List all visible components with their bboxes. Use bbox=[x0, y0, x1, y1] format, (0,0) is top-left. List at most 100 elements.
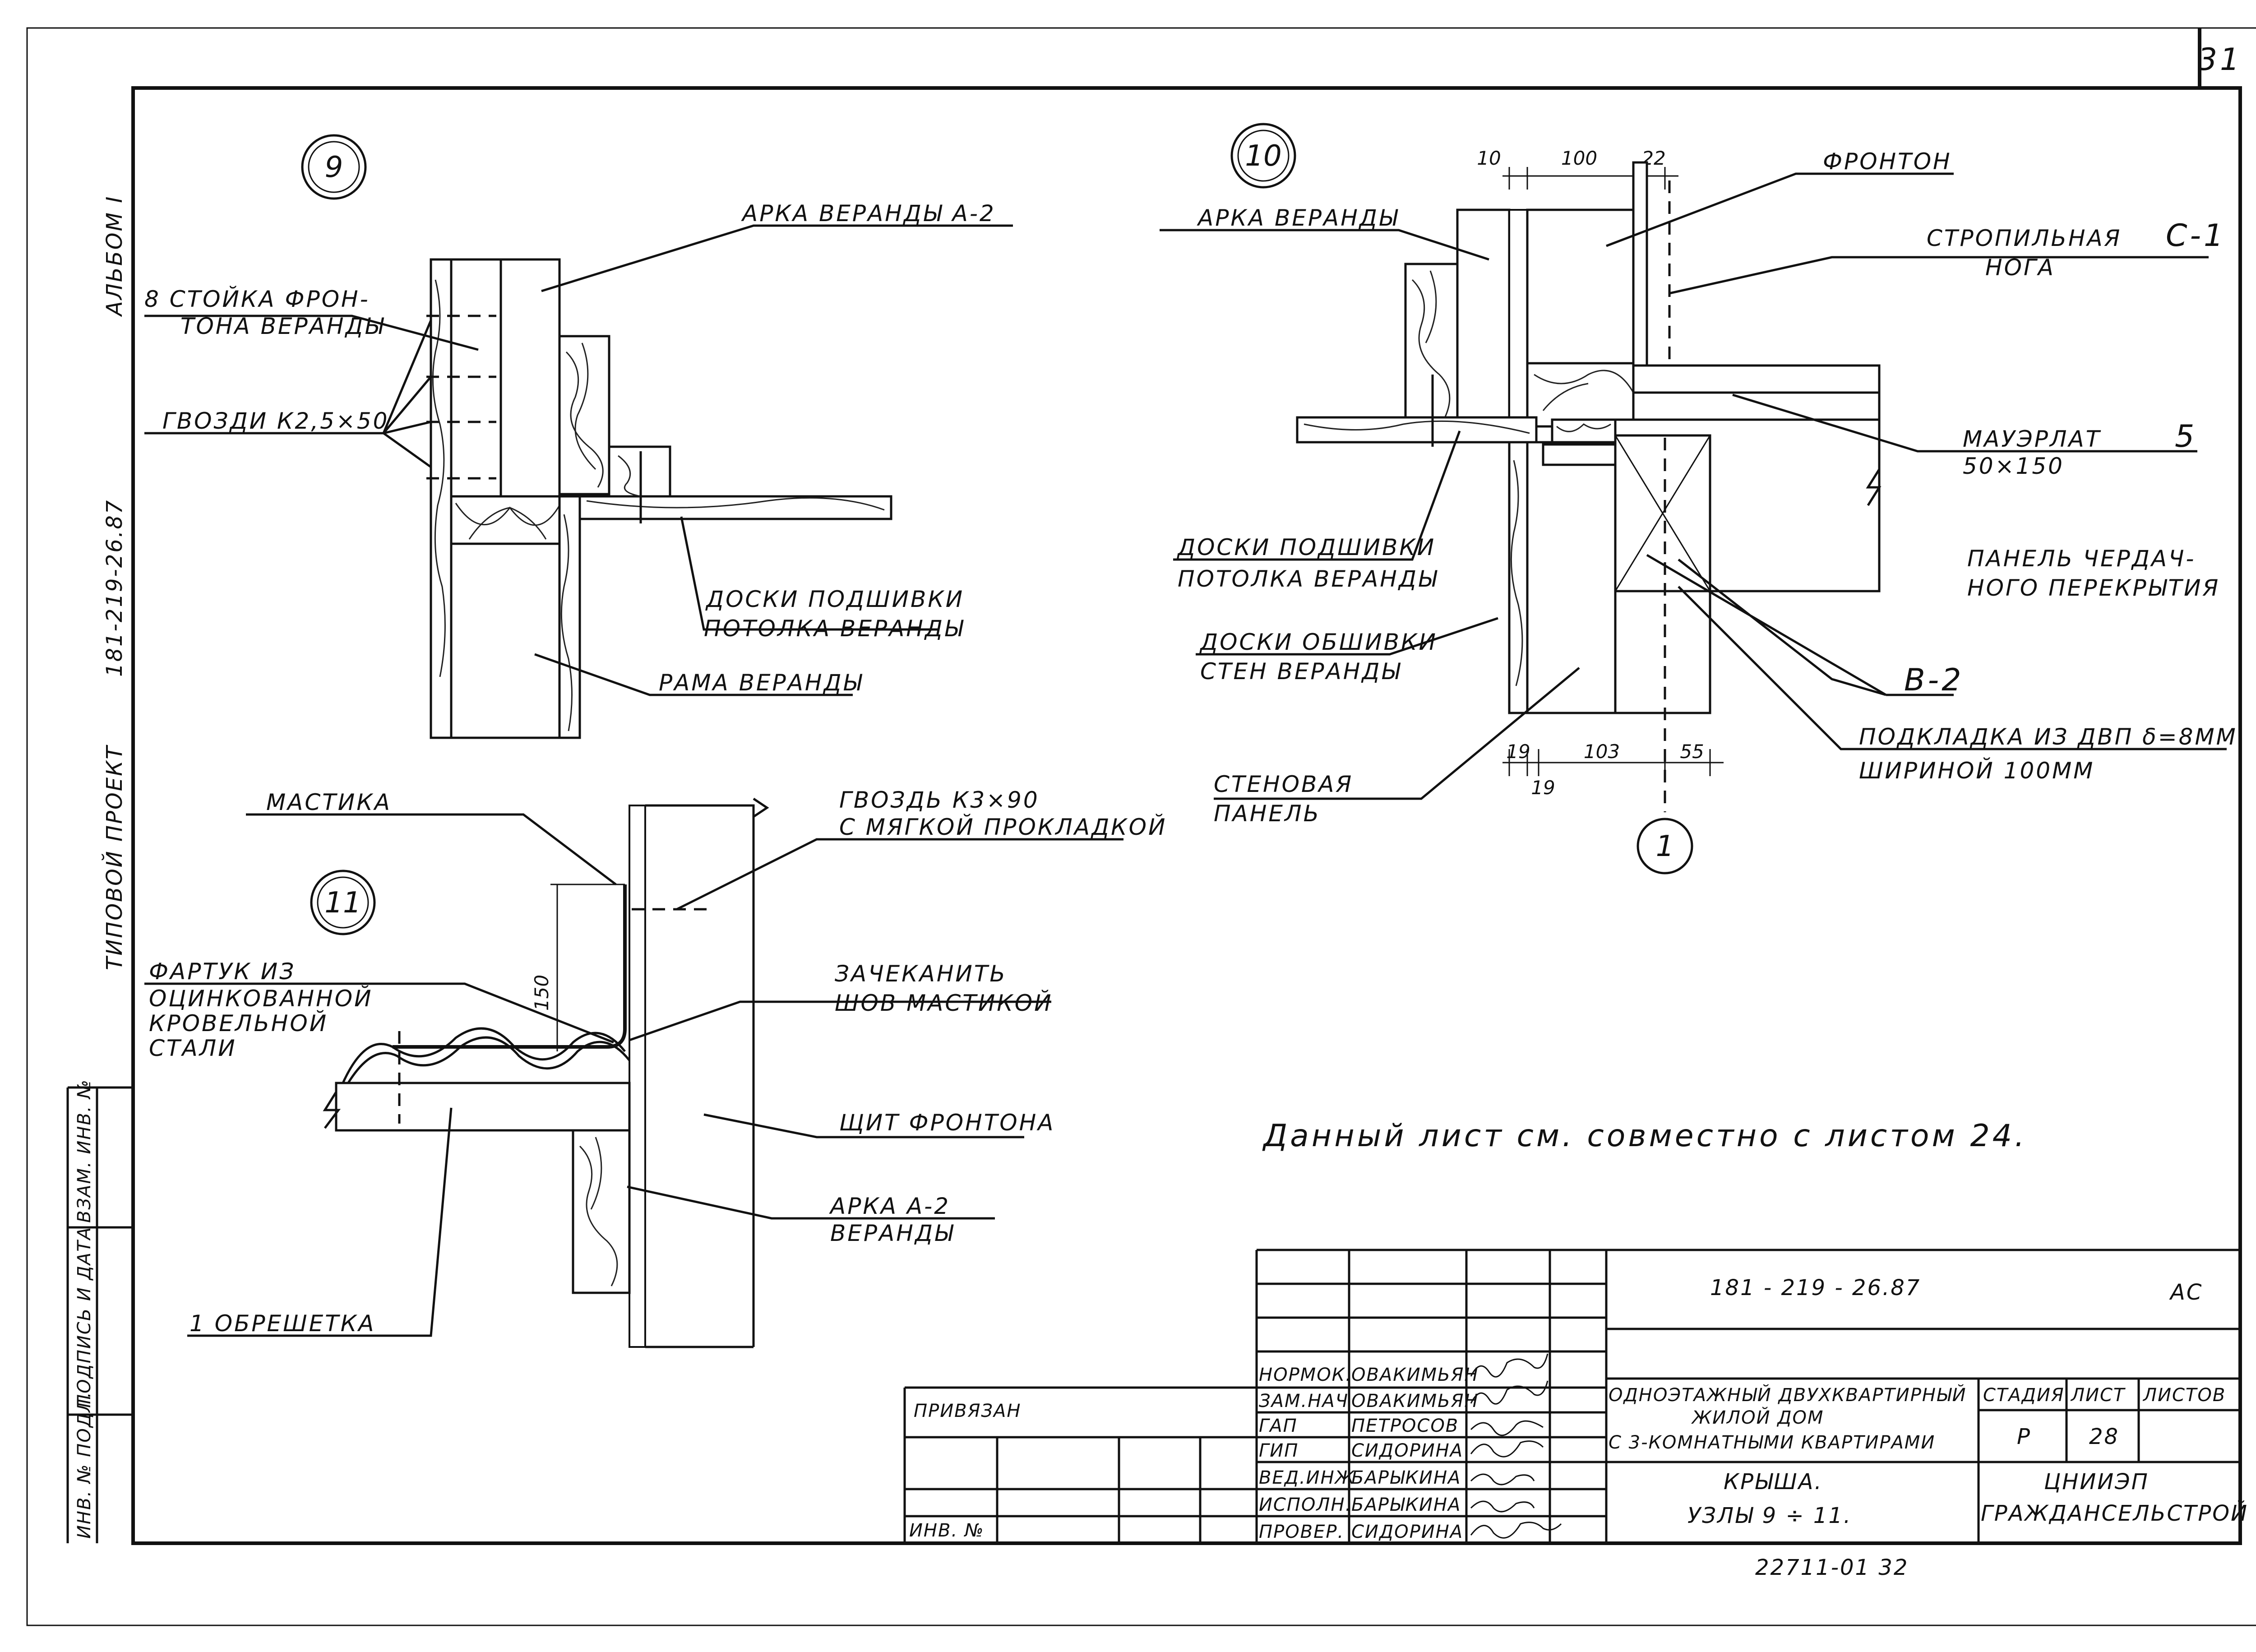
side-stamp: АЛЬБОМ I 181-219-26.87 ТИПОВОЙ ПРОЕКТ ВЗ… bbox=[66, 195, 133, 1543]
stage-header: СТАДИЯ bbox=[1983, 1385, 2065, 1406]
node-10-wall-panel-label-2: ПАНЕЛЬ bbox=[1214, 801, 1321, 827]
node-10-rafter-mark: С-1 bbox=[2166, 218, 2226, 254]
node-11-mastic-label: МАСТИКА bbox=[266, 789, 392, 815]
node-10-number: 10 bbox=[1245, 139, 1281, 173]
drawing-title-1: КРЫША. bbox=[1724, 1469, 1823, 1495]
node-10-pediment bbox=[1526, 208, 1635, 365]
side-stamp-table bbox=[66, 1086, 133, 1543]
role-1: ЗАМ.НАЧ bbox=[1259, 1391, 1349, 1411]
node-11-battens-label: 1 ОБРЕШЕТКА bbox=[190, 1310, 375, 1337]
node-11-seal-label-2: ШОВ МАСТИКОЙ bbox=[835, 990, 1053, 1016]
node-11-shield-label: ЩИТ ФРОНТОНА bbox=[839, 1110, 1055, 1136]
node-10-top-dimension bbox=[1502, 167, 1678, 190]
album-label: АЛЬБОМ I bbox=[102, 195, 127, 317]
node-10-axis-number: 1 bbox=[1656, 830, 1674, 863]
node-11-apron bbox=[393, 884, 627, 1049]
node-10-rafter-label-1: СТРОПИЛЬНАЯ bbox=[1927, 225, 2122, 251]
node-10-wall-plate-size: 50×150 bbox=[1963, 453, 2064, 479]
node-11-pediment-shield bbox=[629, 805, 646, 1348]
node-9-arch bbox=[499, 258, 561, 498]
document-code: 181 - 219 - 26.87 bbox=[1710, 1275, 1921, 1300]
node-11-battens bbox=[335, 1082, 631, 1132]
sheets-header: ЛИСТОВ bbox=[2142, 1385, 2226, 1406]
node-11-dimension-150-value: 150 bbox=[531, 975, 553, 1011]
node-10-wall-panel bbox=[1526, 441, 1617, 714]
podpis-data-label: ПОДПИСЬ И ДАТА bbox=[74, 1226, 95, 1408]
node-10-attic-panel-label-2: НОГО ПЕРЕКРЫТИЯ bbox=[1967, 575, 2220, 601]
node-11-dimension-150 bbox=[550, 884, 625, 1051]
node-9-number: 9 bbox=[325, 151, 343, 184]
node-9-frame bbox=[450, 495, 561, 739]
node-11-apron-label-2: ОЦИНКОВАННОЙ bbox=[149, 985, 373, 1012]
node-10-ceiling-label-1: ДОСКИ ПОДШИВКИ bbox=[1177, 534, 1436, 560]
node-11-apron-label-1: ФАРТУК ИЗ bbox=[149, 958, 296, 985]
name-1: ОВАКИМЬЯН bbox=[1351, 1391, 1479, 1411]
node-10-leaders bbox=[1160, 172, 2227, 800]
inventory-label: ИНВ. № bbox=[909, 1520, 984, 1541]
node-9-frame-label: РАМА ВЕРАНДЫ bbox=[659, 670, 863, 696]
node-11: 11 150 МАСТИКА ГВОЗДЬ К3×90 С МЯГКОЙ ПРО… bbox=[144, 787, 1165, 1348]
node-10-ceiling-boards bbox=[1296, 416, 1538, 444]
role-4: ВЕД.ИНЖ bbox=[1259, 1467, 1355, 1488]
project-title-2: ЖИЛОЙ ДОМ bbox=[1691, 1407, 1824, 1428]
organization-1: ЦНИИЭП bbox=[2044, 1469, 2149, 1495]
node-11-corrugated-roof bbox=[342, 1027, 626, 1084]
name-2: ПЕТРОСОВ bbox=[1351, 1416, 1459, 1436]
document-mark: АС bbox=[2169, 1280, 2203, 1305]
vzam-inv-label: ВЗАМ. ИНВ. № bbox=[74, 1079, 95, 1223]
sheet-value: 28 bbox=[2089, 1424, 2119, 1449]
node-9-arch-label: АРКА ВЕРАНДЫ А-2 bbox=[741, 200, 996, 227]
node-11-apron-label-3: КРОВЕЛЬНОЙ bbox=[149, 1010, 328, 1037]
archive-number: 22711-01 32 bbox=[1755, 1555, 1909, 1580]
node-9-ceiling-label-2: ПОТОЛКА ВЕРАНДЫ bbox=[704, 615, 965, 642]
node-9-nails-label: ГВОЗДИ К2,5×50 bbox=[162, 408, 389, 434]
role-0: НОРМОК. bbox=[1259, 1365, 1352, 1385]
node-11-number: 11 bbox=[324, 886, 361, 920]
signatures bbox=[1470, 1353, 1562, 1539]
node-10-axis-marker bbox=[1637, 818, 1693, 875]
node-10-wall-panel-label-1: СТЕНОВАЯ bbox=[1214, 771, 1353, 797]
node-11-apron-label-4: СТАЛИ bbox=[149, 1035, 237, 1061]
node-11-arch-label-1: АРКА А-2 bbox=[829, 1193, 950, 1219]
project-title-3: С 3-КОМНАТНЫМИ КВАРТИРАМИ bbox=[1609, 1432, 1935, 1453]
svg-text:19: 19 bbox=[1506, 740, 1530, 763]
node-9-post-label-1: 8 СТОЙКА ФРОН- bbox=[144, 286, 370, 312]
node-10-rafter-label-2: НОГА bbox=[1985, 255, 2055, 281]
node-9-cladding bbox=[430, 258, 453, 739]
name-6: СИДОРИНА bbox=[1351, 1522, 1463, 1542]
node-9-wood-block bbox=[558, 335, 610, 495]
node-10-wall-plate-mark: 5 bbox=[2175, 419, 2197, 454]
node-11-arch-label-2: ВЕРАНДЫ bbox=[830, 1220, 955, 1246]
sheet-number: 31 bbox=[2198, 42, 2242, 78]
node-10: 10 10 100 22 bbox=[1160, 123, 2238, 875]
svg-text:55: 55 bbox=[1680, 740, 1704, 763]
node-10-pediment-label: ФРОНТОН bbox=[1823, 148, 1952, 175]
sheet-note: Данный лист см. совместно с листом 24. bbox=[1262, 1118, 2027, 1154]
name-4: БАРЫКИНА bbox=[1351, 1467, 1461, 1488]
title-block: ПРИВЯЗАН ИНВ. № 181 - 219 - 26.87 АС НОР… bbox=[903, 1249, 2247, 1580]
node-11-arch bbox=[572, 1129, 631, 1294]
node-10-arch bbox=[1456, 208, 1511, 432]
name-5: БАРЫКИНА bbox=[1351, 1495, 1461, 1515]
node-11-marker bbox=[310, 870, 376, 935]
svg-text:19: 19 bbox=[1531, 777, 1555, 799]
node-11-leaders bbox=[144, 813, 1123, 1337]
typical-project-label: ТИПОВОЙ ПРОЕКТ bbox=[102, 745, 127, 970]
inv-podl-label: ИНВ. № ПОДЛ. bbox=[74, 1391, 95, 1539]
node-10-attic-panel-label-1: ПАНЕЛЬ ЧЕРДАЧ- bbox=[1967, 546, 2196, 572]
inner-frame bbox=[131, 86, 2242, 1545]
node-9-post-label-2: ТОНА ВЕРАНДЫ bbox=[180, 313, 385, 339]
node-10-arch-label: АРКА ВЕРАНДЫ bbox=[1197, 205, 1399, 231]
node-10-wall-plate-label: МАУЭРЛАТ bbox=[1963, 426, 2101, 452]
role-3: ГИП bbox=[1259, 1440, 1299, 1461]
title-block-grid bbox=[1255, 1249, 2240, 1543]
role-5: ИСПОЛН. bbox=[1259, 1495, 1352, 1515]
node-11-seal-label-1: ЗАЧЕКАНИТЬ bbox=[835, 961, 1007, 987]
role-2: ГАП bbox=[1259, 1416, 1298, 1436]
node-10-marker bbox=[1230, 123, 1296, 189]
node-9-leaders bbox=[144, 224, 1013, 696]
node-10-pad-label-1: ПОДКЛАДКА ИЗ ДВП δ=8ММ bbox=[1859, 724, 2238, 750]
node-10-bottom-dimension bbox=[1502, 749, 1724, 776]
project-title-1: ОДНОЭТАЖНЫЙ ДВУХКВАРТИРНЫЙ bbox=[1609, 1384, 1967, 1406]
